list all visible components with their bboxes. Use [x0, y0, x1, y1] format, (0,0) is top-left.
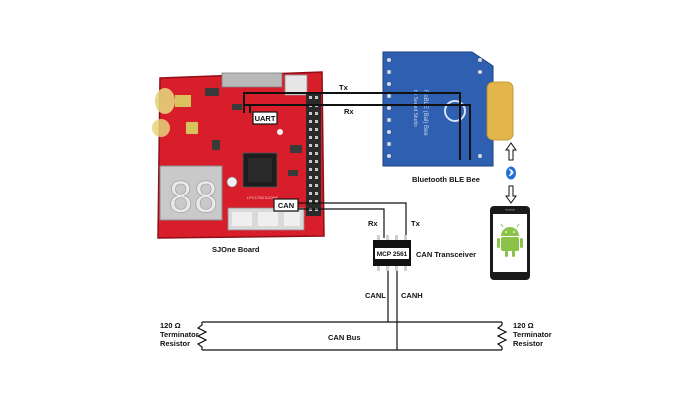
canl-label: CANL: [365, 291, 386, 300]
can-transceiver-label: CAN Transceiver: [416, 250, 476, 259]
right-resistor-value: 120 Ω: [513, 321, 534, 330]
uart-label: UART: [255, 114, 276, 123]
uart-wires: [243, 92, 471, 160]
left-terminator-resistor: [196, 322, 208, 350]
tx-uart-label: Tx: [339, 83, 349, 92]
bluetooth-icon: [506, 166, 516, 180]
right-resistor-line3: Resistor: [513, 339, 543, 348]
left-resistor-line3: Resistor: [160, 339, 190, 348]
mcp-chip-label: MCP 2561: [377, 251, 408, 258]
rx-uart-label: Rx: [344, 107, 354, 116]
svg-text:RoBLE (Bal) Bee: RoBLE (Bal) Bee: [422, 90, 428, 136]
left-resistor-value: 120 Ω: [160, 321, 181, 330]
left-resistor-line2: Terminator: [160, 330, 199, 339]
mcp2561-chip: MCP 2561: [373, 235, 411, 271]
svg-text:by Seeed Studio: by Seeed Studio: [412, 90, 418, 127]
uart-port-label: UART: [252, 111, 278, 125]
can-bus-drops: [387, 271, 398, 350]
android-icon: [497, 223, 523, 257]
rx-can-label: Rx: [368, 219, 378, 228]
can-bus-label: CAN Bus: [328, 333, 361, 342]
can-label: CAN: [278, 201, 294, 210]
svg-text:88: 88: [168, 173, 219, 222]
down-arrow-icon: [505, 185, 517, 204]
can-wires: [298, 202, 407, 238]
can-bus: [196, 321, 508, 351]
tx-can-label: Tx: [411, 219, 421, 228]
smartphone-icon: [490, 206, 530, 280]
right-resistor-line2: Terminator: [513, 330, 552, 339]
sjone-board-label: SJOne Board: [212, 245, 260, 254]
bluetooth-ble-bee-label: Bluetooth BLE Bee: [412, 175, 480, 184]
svg-text:LPC1758 SJONE: LPC1758 SJONE: [247, 195, 278, 200]
right-terminator-resistor: [496, 322, 508, 350]
sjone-board: 88 LPC1758 SJONE: [152, 71, 325, 239]
bluetooth-ble-bee-module: RoBLE (Bal) Bee by Seeed Studio: [382, 51, 514, 167]
can-port-label: CAN: [273, 198, 299, 212]
canh-label: CANH: [401, 291, 423, 300]
up-arrow-icon: [505, 142, 517, 161]
